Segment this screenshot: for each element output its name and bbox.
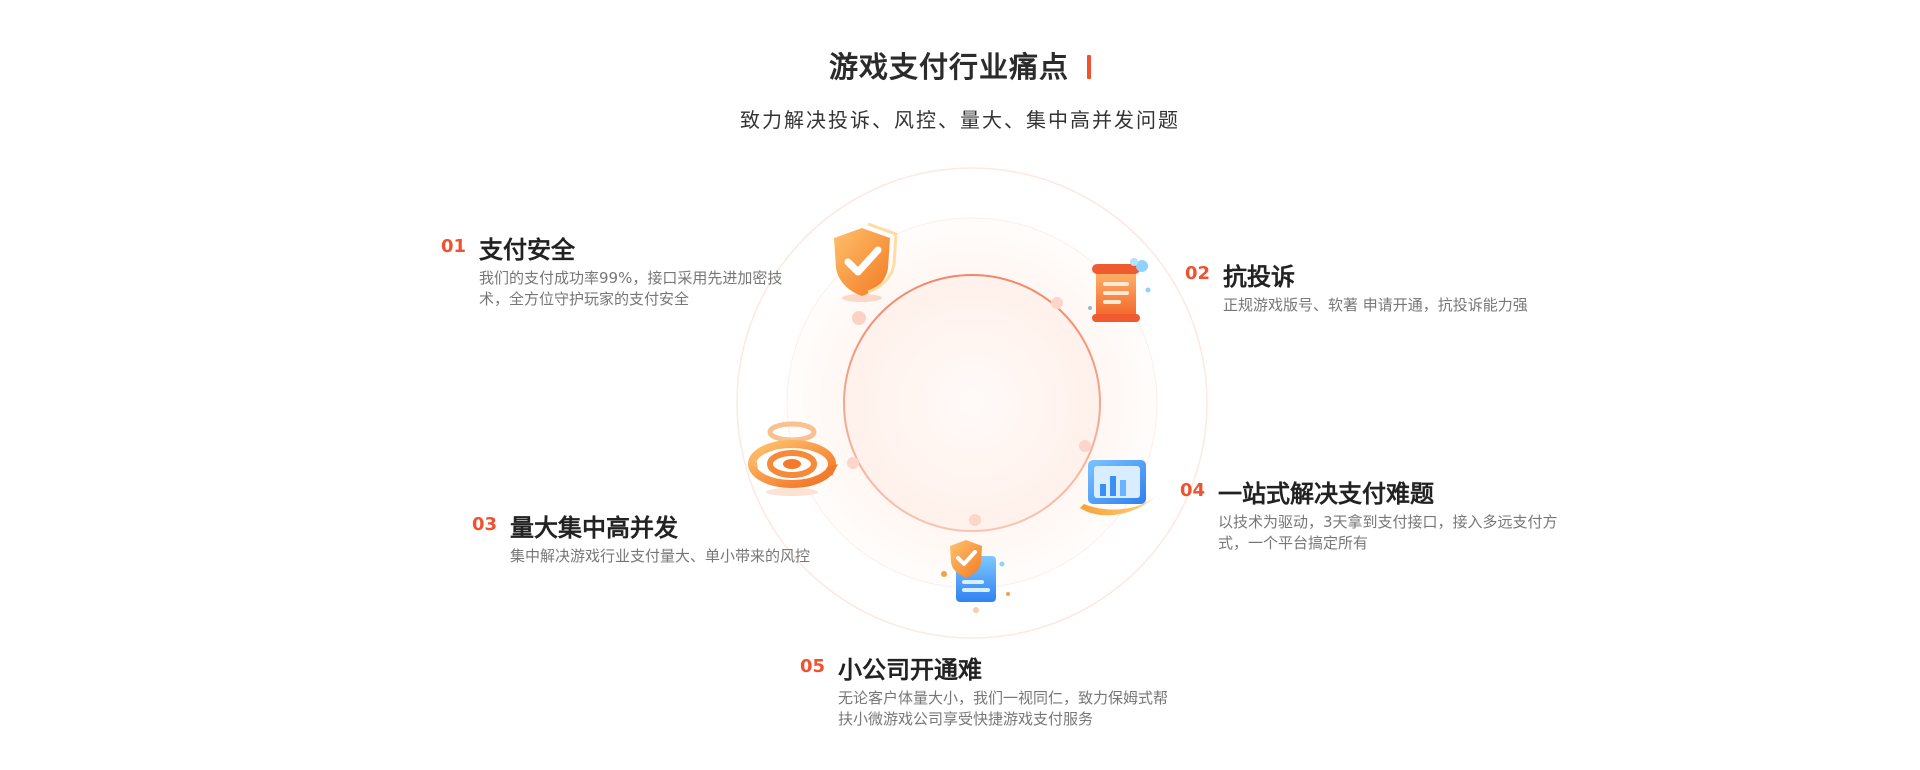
point-number: 03 [472, 514, 498, 535]
ring-dot [847, 457, 859, 469]
point-title: 一站式解决支付难题 [1218, 480, 1434, 508]
point-number: 05 [800, 656, 826, 677]
pain-point-02: 02 抗投诉 正规游戏版号、软著 申请开通，抗投诉能力强 [1185, 257, 1605, 317]
point-number: 01 [441, 236, 467, 257]
page-title-text: 游戏支付行业痛点 [828, 50, 1069, 84]
concurrency-rings-icon [746, 418, 844, 498]
ring-dot [969, 514, 981, 526]
point-title: 抗投诉 [1223, 263, 1295, 291]
dashboard-chart-icon [1078, 456, 1158, 522]
point-description: 正规游戏版号、软著 申请开通，抗投诉能力强 [1223, 296, 1528, 314]
point-description: 以技术为驱动，3天拿到支付接口，接入多远支付方式，一个平台搞定所有 [1218, 513, 1558, 552]
point-description: 无论客户体量大小，我们一视同仁，致力保姆式帮扶小微游戏公司享受快捷游戏支付服务 [838, 689, 1169, 728]
title-accent-bar [1087, 55, 1091, 79]
verified-certificate-icon [930, 534, 1014, 614]
pain-point-04: 04 一站式解决支付难题 以技术为驱动，3天拿到支付接口，接入多远支付方式，一个… [1180, 474, 1560, 554]
outer-halo-ring [736, 167, 1208, 639]
point-title: 小公司开通难 [838, 656, 982, 684]
ring-dot [852, 311, 866, 325]
pain-point-03: 03 量大集中高并发 集中解决游戏行业支付量大、单小带来的风控 [472, 508, 872, 568]
point-title: 量大集中高并发 [510, 514, 678, 542]
point-number: 02 [1185, 263, 1211, 284]
ring-dot [1051, 297, 1063, 309]
center-ring-svg [736, 167, 1208, 639]
point-number: 04 [1180, 480, 1206, 501]
ring-dot [1079, 440, 1091, 452]
inner-ring [843, 274, 1101, 532]
document-scroll-icon [1084, 256, 1156, 328]
page-title: 游戏支付行业痛点 [0, 44, 1920, 86]
page-subtitle: 致力解决投诉、风控、量大、集中高并发问题 [740, 108, 1180, 132]
pain-point-01: 01 支付安全 我们的支付成功率99%，接口采用先进加密技术，全方位守护玩家的支… [441, 230, 821, 310]
point-title: 支付安全 [479, 236, 575, 264]
shield-check-icon [826, 222, 902, 304]
point-description: 集中解决游戏行业支付量大、单小带来的风控 [510, 547, 811, 565]
pain-point-05: 05 小公司开通难 无论客户体量大小，我们一视同仁，致力保姆式帮扶小微游戏公司享… [800, 650, 1180, 730]
center-ring-graphic [727, 158, 1217, 648]
point-description: 我们的支付成功率99%，接口采用先进加密技术，全方位守护玩家的支付安全 [479, 269, 783, 308]
